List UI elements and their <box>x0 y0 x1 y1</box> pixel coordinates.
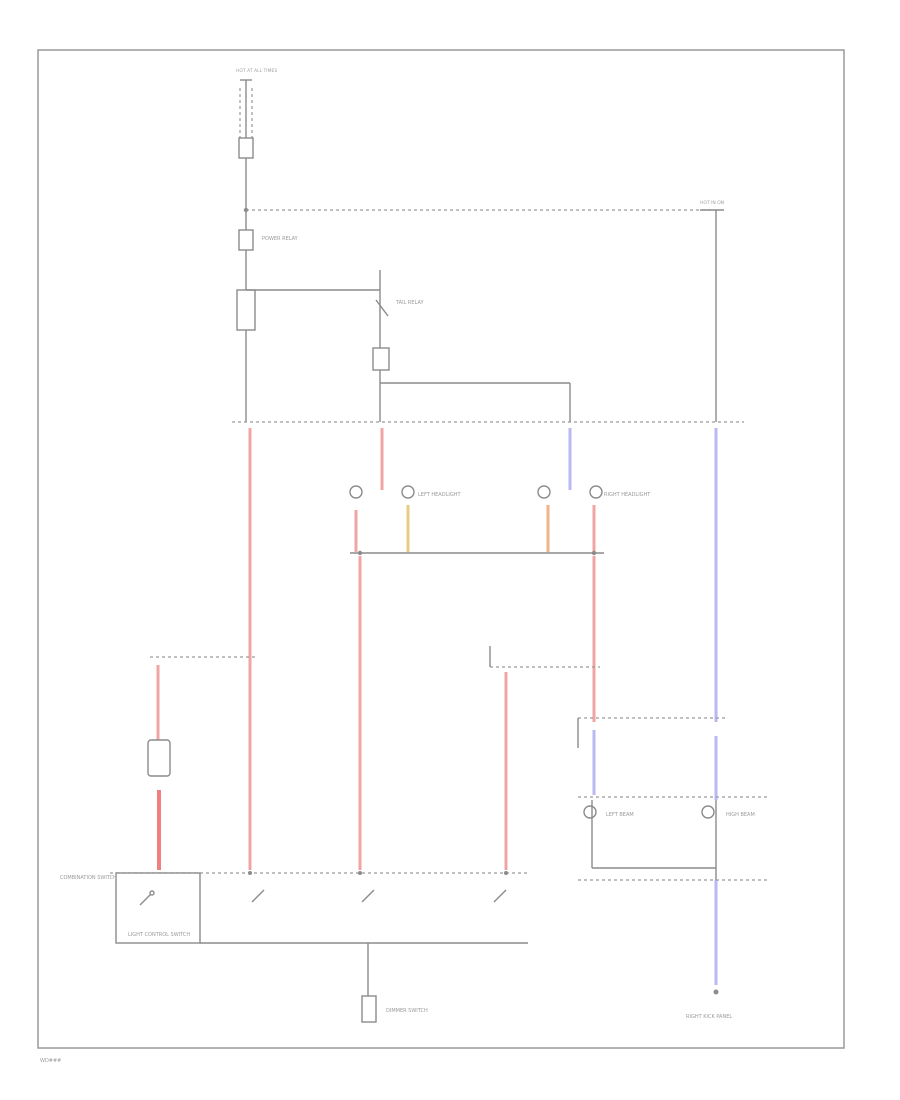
ground-icon <box>713 989 719 995</box>
hot-right-label: HOT IN ON <box>700 200 724 206</box>
bulb-icon <box>701 805 715 819</box>
headlamp-left-label: LEFT HEADLIGHT <box>418 492 461 498</box>
bulb-icon <box>537 485 551 499</box>
right-beam-label: HIGH BEAM <box>726 812 755 818</box>
diagram-frame <box>37 49 845 1049</box>
relay2-label: TAIL RELAY <box>395 300 425 306</box>
headlamp-right-label: RIGHT HEADLIGHT <box>604 492 651 498</box>
tail-relay-branch <box>372 270 571 422</box>
light-control-switch <box>115 872 201 944</box>
main-feed <box>236 79 716 422</box>
dimmer-fuse <box>361 995 377 1023</box>
power-relay <box>236 289 256 331</box>
bulb-icon <box>583 805 597 819</box>
left-beam-label: LEFT BEAM <box>606 812 634 818</box>
tail-relay <box>372 347 390 371</box>
footer-code: WD### <box>40 1058 61 1064</box>
relay1-label: POWER RELAY <box>262 236 299 242</box>
light-control-label: LIGHT CONTROL SWITCH <box>128 932 190 938</box>
bulb-icon <box>349 485 363 499</box>
right-feed <box>700 209 724 422</box>
bulb-icon <box>589 485 603 499</box>
dimmer-label: DIMMER SWITCH <box>386 1008 428 1014</box>
bulb-icon <box>401 485 415 499</box>
top-fuse-label: HOT AT ALL TIMES <box>236 68 277 74</box>
right-module <box>577 717 770 881</box>
headlamp-group <box>349 485 604 556</box>
ground-right-label: RIGHT KICK PANEL <box>686 1014 732 1020</box>
main-fuse <box>238 137 254 159</box>
combination-switch-label: COMBINATION SWITCH <box>60 875 117 881</box>
combination-switch <box>110 871 528 1023</box>
relay-fuse-1 <box>238 229 254 251</box>
daytime-running-module <box>147 739 171 777</box>
